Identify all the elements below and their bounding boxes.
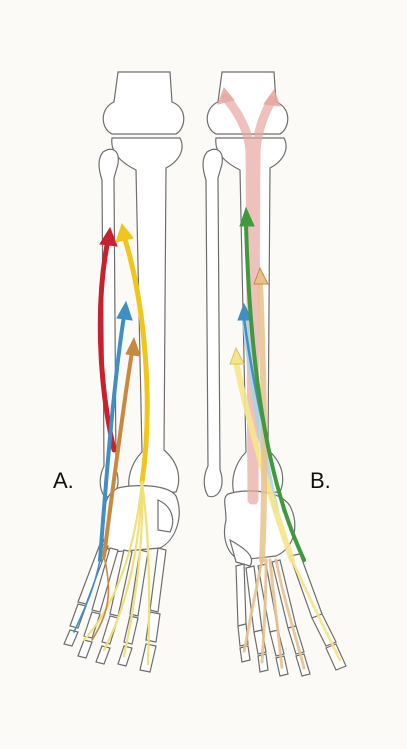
leg-b (203, 72, 346, 676)
panel-label-b: B. (310, 468, 331, 494)
metatarsal-a1 (150, 548, 166, 612)
orange-arrowhead-a (126, 338, 140, 356)
fibula-b (203, 149, 222, 496)
panel-label-a: A. (53, 468, 74, 494)
blue-arrowhead-a (117, 302, 132, 320)
femur-a (103, 72, 184, 134)
metatarsal-b5 (236, 564, 246, 626)
yellow-arrowhead-a (116, 224, 133, 242)
leg-a (64, 72, 184, 672)
pale-yellow-arrowhead-b (230, 348, 244, 364)
